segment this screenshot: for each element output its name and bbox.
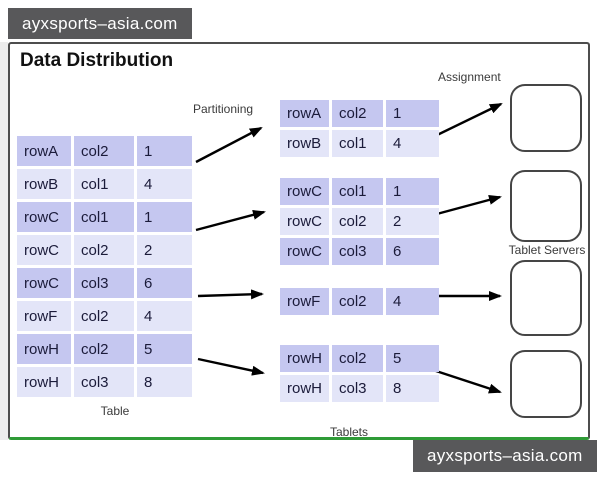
table-cell: col2 [332,100,383,127]
table-cell: col2 [332,208,383,235]
assignment-label: Assignment [438,70,501,84]
table-cell: rowH [17,334,71,364]
table-cell: 4 [137,169,192,199]
table-cell: rowH [280,375,329,402]
table-cell: col1 [332,178,383,205]
tablet-server-box-1 [510,84,582,152]
table-cell: col2 [74,235,134,265]
table-cell: col3 [74,268,134,298]
tablet-server-box-2 [510,170,582,242]
tablet-servers-label: Tablet Servers [508,243,586,257]
table-cell: 2 [386,208,439,235]
table-cell: 1 [137,202,192,232]
table-cell: 1 [386,100,439,127]
table-cell: rowC [280,208,329,235]
table-cell: col2 [74,136,134,166]
table-cell: col3 [332,238,383,265]
table-cell: col3 [74,367,134,397]
table-cell: col1 [74,169,134,199]
tablets-label: Tablets [329,425,369,439]
table-cell: rowC [17,202,71,232]
table-cell: 4 [137,301,192,331]
table-cell: 8 [386,375,439,402]
table-cell: 5 [386,345,439,372]
table-cell: 4 [386,130,439,157]
table-cell: rowC [17,235,71,265]
table-cell: col2 [332,345,383,372]
table-cell: rowA [280,100,329,127]
table-cell: rowF [280,288,329,315]
partitioning-label: Partitioning [193,102,254,116]
table-cell: 6 [137,268,192,298]
partitioning-arrow [197,289,264,300]
tablet-server-box-4 [510,350,582,418]
table-cell: rowH [17,367,71,397]
table-cell: rowA [17,136,71,166]
assignment-arrow [432,368,502,394]
assignment-arrow [432,195,502,217]
partitioning-arrow [197,357,265,376]
table-cell: rowC [17,268,71,298]
table-cell: 8 [137,367,192,397]
partitioning-arrow [195,209,266,232]
partitioning-arrow [195,126,263,164]
table-cell: 5 [137,334,192,364]
table-cell: rowB [280,130,329,157]
table-cell: 6 [386,238,439,265]
table-cell: col1 [332,130,383,157]
table-cell: col2 [74,301,134,331]
table-cell: 4 [386,288,439,315]
table-label: Table [100,404,130,418]
watermark-badge-bottom: ayxsports–asia.com [413,440,597,472]
table-cell: rowB [17,169,71,199]
table-cell: rowF [17,301,71,331]
table-cell: 2 [137,235,192,265]
table-cell: rowC [280,238,329,265]
table-cell: 1 [137,136,192,166]
table-cell: col1 [74,202,134,232]
table-cell: rowC [280,178,329,205]
table-cell: 1 [386,178,439,205]
watermark-badge-top: ayxsports–asia.com [8,8,192,39]
page-edge [0,42,8,440]
assignment-arrow [432,102,503,139]
table-cell: rowH [280,345,329,372]
table-cell: col2 [332,288,383,315]
diagram-box: Data Distribution Partitioning Assignmen… [8,42,590,440]
table-cell: col3 [332,375,383,402]
tablet-server-box-3 [510,260,582,336]
table-cell: col2 [74,334,134,364]
page-title: Data Distribution [20,50,174,71]
